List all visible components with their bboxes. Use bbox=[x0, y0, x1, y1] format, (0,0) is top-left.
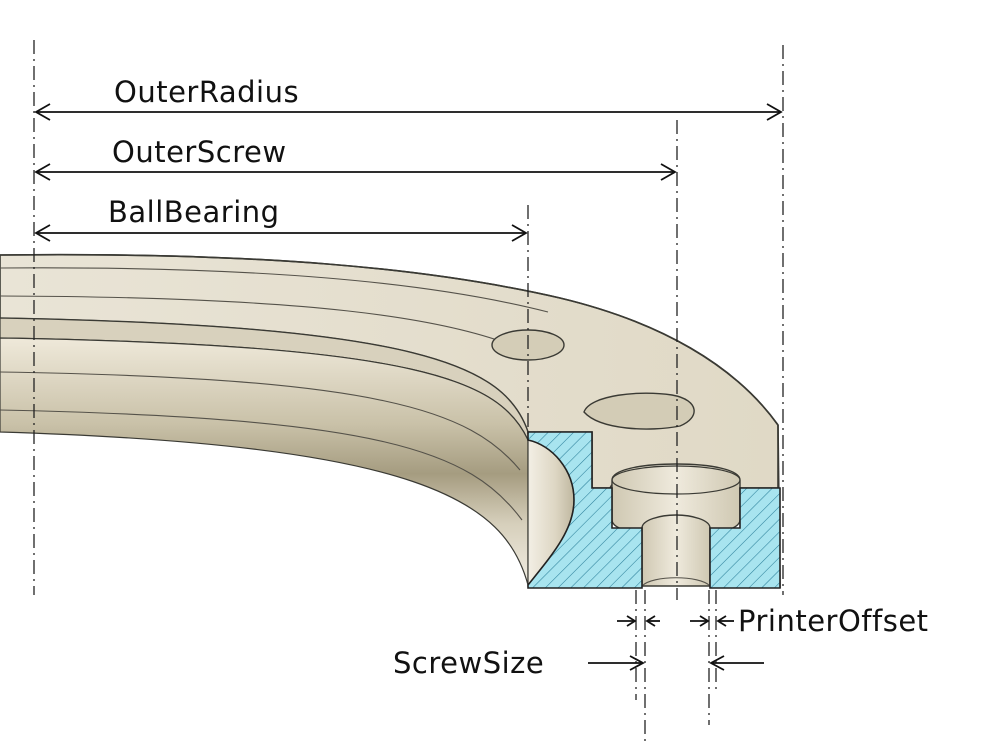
ring-part bbox=[0, 253, 781, 589]
cross-section-hatch bbox=[527, 431, 643, 589]
dimension-outer-screw: OuterScrew bbox=[34, 135, 677, 181]
dimension-ball-bearing: BallBearing bbox=[34, 195, 528, 242]
label-ball-bearing: BallBearing bbox=[108, 195, 280, 229]
dimension-printer-offset: PrinterOffset bbox=[617, 604, 929, 638]
cross-section-hatch-right bbox=[709, 487, 781, 589]
dimension-screw-size: ScrewSize bbox=[393, 646, 764, 680]
label-outer-radius: OuterRadius bbox=[114, 75, 299, 109]
dimension-outer-radius: OuterRadius bbox=[34, 75, 783, 121]
screw-bore bbox=[641, 514, 711, 587]
centerlines bbox=[33, 40, 784, 745]
label-outer-screw: OuterScrew bbox=[112, 135, 287, 169]
label-printer-offset: PrinterOffset bbox=[738, 604, 929, 638]
label-screw-size: ScrewSize bbox=[393, 646, 544, 680]
screw-hole-middle bbox=[583, 392, 695, 430]
